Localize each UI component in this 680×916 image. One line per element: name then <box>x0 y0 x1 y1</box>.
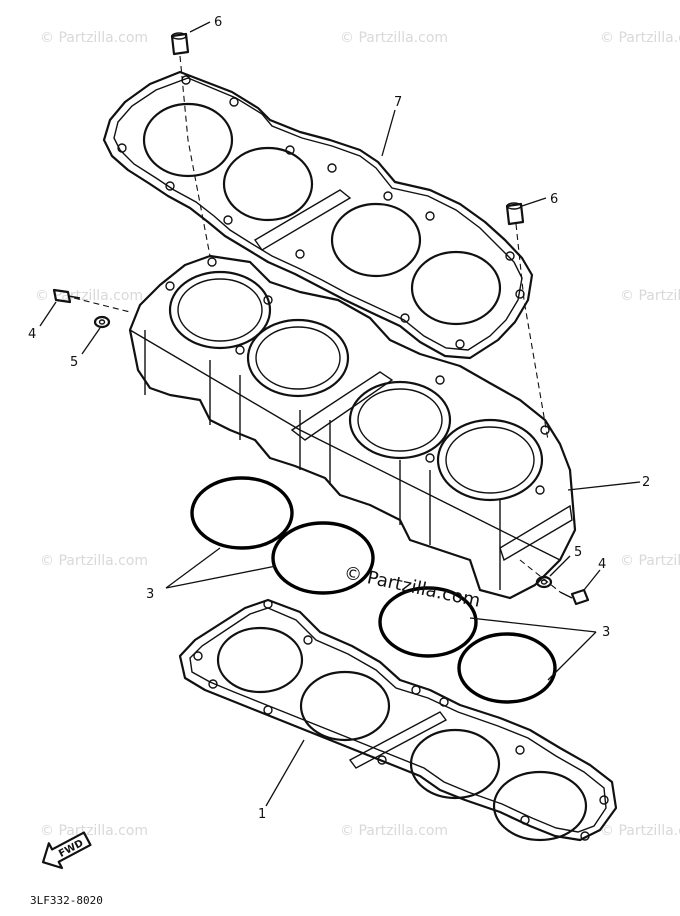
o-ring <box>271 521 375 595</box>
callout-4-right: 4 <box>598 557 606 572</box>
callout-3-right: 3 <box>602 625 610 640</box>
callout-7: 7 <box>394 95 402 110</box>
head-gasket <box>102 70 534 360</box>
watermark: © Partzilla.com <box>600 823 680 839</box>
callout-3-left: 3 <box>146 587 154 602</box>
dowel-pin-right <box>505 202 525 226</box>
bolt-left <box>52 288 81 304</box>
callout-4-left: 4 <box>28 327 36 342</box>
fwd-arrow-icon <box>41 831 92 870</box>
assembly-lines <box>73 55 561 593</box>
cylinder-block <box>128 254 577 600</box>
leader-lines <box>39 21 641 807</box>
watermark: © Partzilla.com <box>600 30 680 46</box>
washer-right <box>535 575 553 589</box>
o-ring <box>190 476 294 550</box>
o-ring <box>457 632 557 704</box>
callout-2: 2 <box>642 475 650 490</box>
watermark: © Partzilla.com <box>40 30 148 46</box>
callout-1: 1 <box>258 807 266 822</box>
watermark: © Partzilla.com <box>40 823 148 839</box>
dowel-pin-top-left <box>170 32 190 56</box>
diagram-code: 3LF332-8020 <box>30 894 103 907</box>
fwd-label: FWD <box>57 838 85 860</box>
callout-6-right: 6 <box>550 192 558 207</box>
washer-left <box>93 315 111 329</box>
watermark: © Partzilla.com <box>340 823 448 839</box>
o-rings <box>190 476 557 704</box>
callout-5-right: 5 <box>574 545 582 560</box>
watermark: © Partzilla.com <box>340 30 448 46</box>
base-gasket <box>178 598 618 842</box>
callout-6-top: 6 <box>214 15 222 30</box>
callout-labels: 6 7 6 4 5 2 3 5 4 3 1 <box>28 15 650 822</box>
callout-5-left: 5 <box>70 355 78 370</box>
watermark: © Partzilla.com <box>40 553 148 569</box>
o-ring <box>378 586 478 658</box>
watermark: © Partzilla.com <box>620 288 680 304</box>
watermark-center: © Partzilla.com <box>342 562 482 611</box>
watermark-group: © Partzilla.com © Partzilla.com © Partzi… <box>35 30 680 839</box>
watermark: © Partzilla.com <box>620 553 680 569</box>
bolt-right <box>559 588 590 606</box>
